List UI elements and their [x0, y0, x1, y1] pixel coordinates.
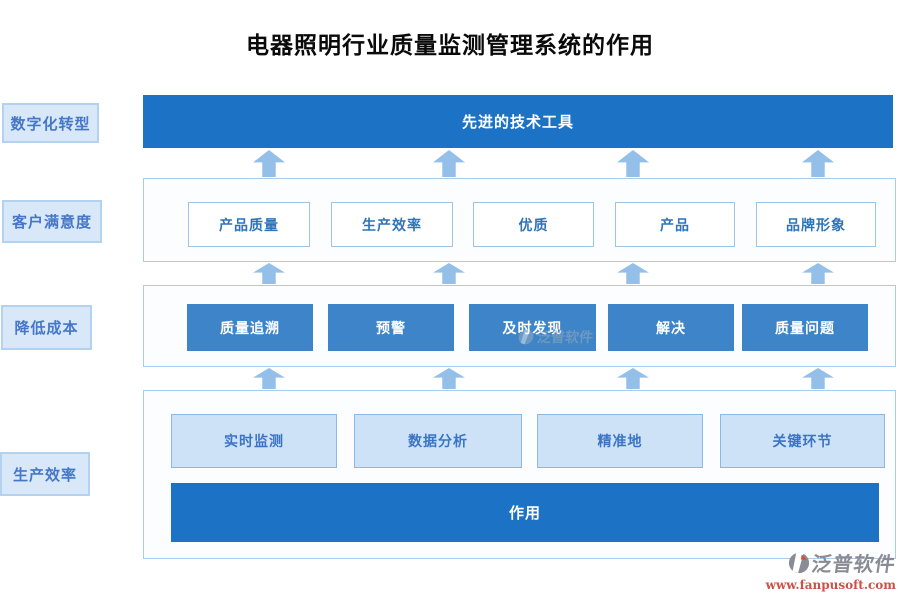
- process-box-quality-traceability: 质量追溯: [187, 304, 313, 351]
- up-arrow-icon: [433, 368, 465, 389]
- benefits-row-container: 产品质量 生产效率 优质 产品 品牌形象: [143, 178, 896, 262]
- side-label-digital-transformation: 数字化转型: [2, 103, 99, 143]
- process-box-early-warning: 预警: [328, 304, 454, 351]
- footer-website-url: www.fanpusoft.com: [765, 578, 896, 592]
- up-arrow-icon: [433, 150, 465, 177]
- up-arrow-icon: [433, 263, 465, 284]
- capability-box-realtime-monitoring: 实时监测: [171, 414, 337, 468]
- capability-box-precisely: 精准地: [537, 414, 703, 468]
- fanpu-logo-icon: [788, 552, 810, 573]
- process-row-container: 质量追溯 预警 及时发现 解决 质量问题: [143, 285, 896, 367]
- process-box-timely-detection: 及时发现: [469, 304, 596, 351]
- capability-box-data-analysis: 数据分析: [354, 414, 522, 468]
- side-label-cost-reduction: 降低成本: [1, 305, 92, 350]
- benefit-box-product: 产品: [615, 202, 735, 247]
- benefit-box-high-quality: 优质: [473, 202, 594, 247]
- up-arrow-icon: [253, 150, 285, 177]
- bottom-bar-role: 作用: [171, 483, 879, 542]
- side-label-customer-satisfaction: 客户满意度: [2, 200, 102, 243]
- page-title: 电器照明行业质量监测管理系统的作用: [246, 32, 654, 59]
- up-arrow-icon: [802, 150, 834, 177]
- up-arrow-icon: [802, 263, 834, 284]
- capability-row-container: 实时监测 数据分析 精准地 关键环节 作用: [143, 390, 896, 559]
- up-arrow-icon: [617, 368, 649, 389]
- side-label-production-efficiency: 生产效率: [0, 452, 90, 496]
- footer-company-name: 泛普软件: [810, 552, 898, 576]
- up-arrow-icon: [802, 368, 834, 389]
- up-arrow-icon: [617, 263, 649, 284]
- benefit-box-brand-image: 品牌形象: [756, 202, 876, 247]
- footer-logo: 泛普软件 www.fanpusoft.com: [746, 548, 898, 592]
- capability-box-key-links: 关键环节: [720, 414, 885, 468]
- process-box-resolve: 解决: [608, 304, 734, 351]
- process-box-quality-issues: 质量问题: [742, 304, 868, 351]
- up-arrow-icon: [253, 263, 285, 284]
- up-arrow-icon: [253, 368, 285, 389]
- top-bar-advanced-tools: 先进的技术工具: [143, 95, 893, 148]
- benefit-box-product-quality: 产品质量: [188, 202, 310, 247]
- benefit-box-production-efficiency: 生产效率: [331, 202, 453, 247]
- up-arrow-icon: [617, 150, 649, 177]
